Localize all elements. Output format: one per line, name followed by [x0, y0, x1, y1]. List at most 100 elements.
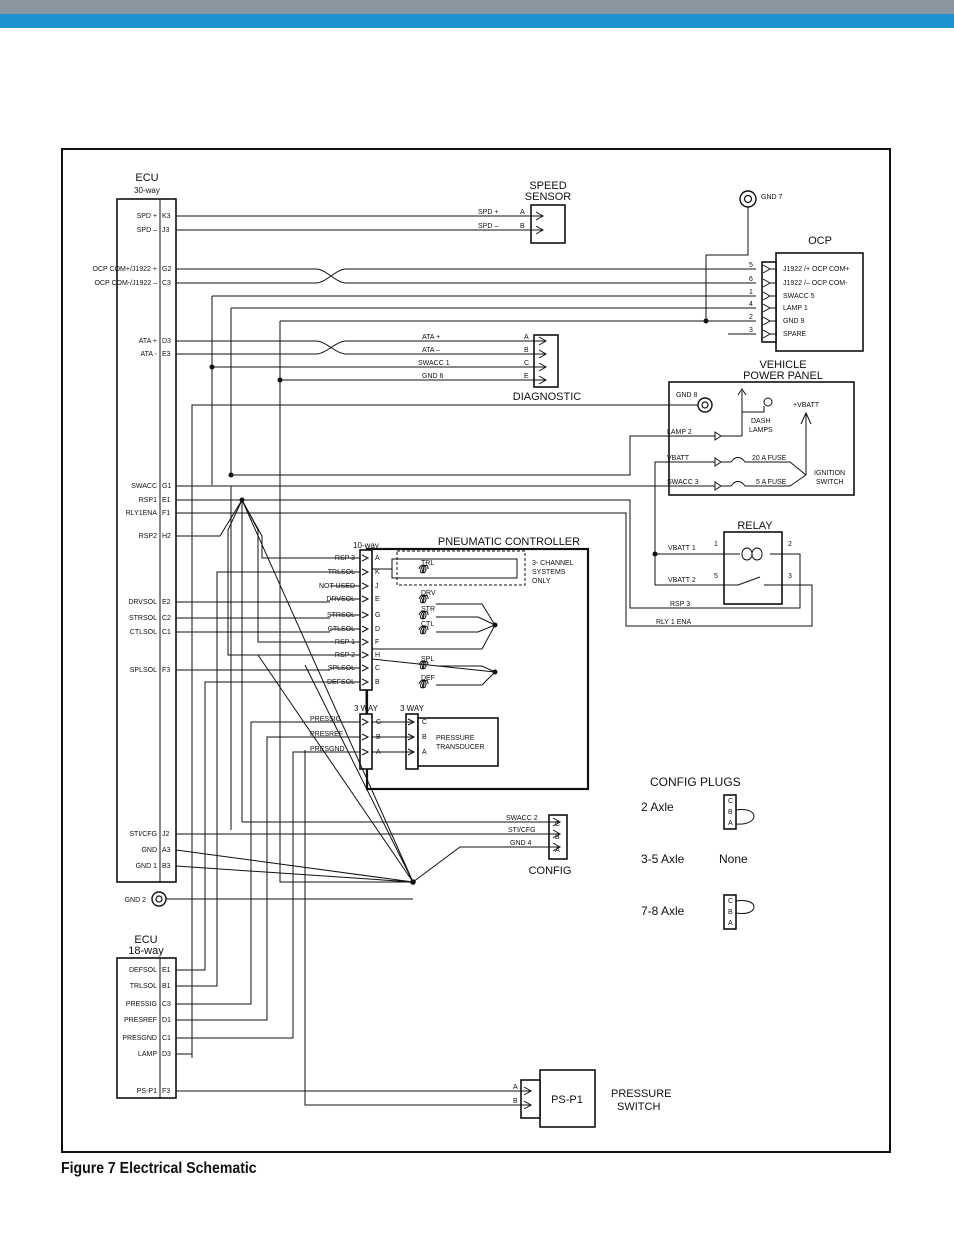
pneu-row-pin: E [375, 596, 380, 603]
ecu30-pin-id: E2 [162, 599, 171, 606]
diag-pin-e: E [524, 373, 529, 380]
gnd2-terminal: GND 2 [125, 891, 413, 907]
pneu-row-arrow [361, 651, 370, 659]
pneu-row-arrow [361, 625, 370, 633]
press-row-arrow [361, 733, 416, 741]
diagnostic-title: DIAGNOSTIC [513, 391, 582, 403]
ecu30-pin-label: RSP1 [139, 497, 157, 504]
ecu30-title: ECU [135, 172, 158, 184]
config-wire-1: SWACC 2 [506, 815, 538, 822]
ocp-pin-label: GND 9 [783, 318, 805, 325]
three-channel-2: SYSTEMS [532, 569, 566, 576]
coil-label: STR [421, 606, 435, 613]
press-row-pin-b: C [422, 719, 427, 726]
vpp-dash-1: DASH [751, 418, 770, 425]
config-plugs: CONFIG PLUGS 2 Axle 3-5 Axle None 7-8 Ax… [641, 775, 755, 930]
ecu18-pin-label: PS-P1 [137, 1088, 157, 1095]
plug2-a: A [728, 920, 733, 927]
pneu-row-arrow [361, 638, 370, 646]
ecu30-pin-label: SWACC [131, 483, 157, 490]
speed-pin-a: A [520, 209, 525, 216]
ground-star [175, 321, 416, 885]
config-pin-c: C [555, 821, 560, 828]
config-title: CONFIG [529, 865, 572, 877]
coil-label: TRL [421, 560, 434, 567]
ocp-pin-label: J1922 /+ OCP COM+ [783, 266, 849, 273]
ecu18-pin-id: C1 [162, 1035, 171, 1042]
coil-label: DEF [421, 675, 435, 682]
ecu30-pin-label: ATA - [141, 351, 158, 358]
ecu18-pin-id: E1 [162, 967, 171, 974]
vpp-dash-2: LAMPS [749, 427, 773, 434]
ps-title-2: SWITCH [617, 1101, 660, 1113]
ecu18-pin-label: PRESSIG [126, 1001, 157, 1008]
speed-wire-b: SPD – [478, 223, 498, 230]
coil-icon [418, 594, 429, 604]
vpp-ignition-2: SWITCH [816, 479, 844, 486]
rsp-fanout [176, 497, 360, 822]
schematic-frame [61, 148, 891, 1153]
coil-icon [418, 564, 429, 574]
ocp-pin-label: LAMP 1 [783, 305, 808, 312]
coil-label: DRV [421, 590, 436, 597]
coil-label: SPL [421, 656, 434, 663]
config-wire-2: STI/CFG [508, 827, 536, 834]
ecu18-pin-label: DEFSOL [129, 967, 157, 974]
ecu30-pin-label: OCP COM-/J1922 – [94, 280, 157, 287]
ecu18-subtitle: 18-way [128, 945, 164, 957]
ecu30-subtitle: 30-way [134, 186, 160, 195]
pneu-row-pin: G [375, 612, 380, 619]
ecu18-pin-id: B1 [162, 983, 171, 990]
ocp-pin-num: 5 [749, 262, 753, 269]
pneu-row-pin: K [375, 569, 380, 576]
transducer-2: TRANSDUCER [436, 744, 485, 751]
ocp-pin-arrow [762, 316, 776, 326]
ocp-gnd7: GND 7 [761, 194, 783, 201]
ecu30-pin-id: B3 [162, 863, 171, 870]
ecu30-pin-label: STI/CFG [129, 831, 157, 838]
ecu30-pin-id: H2 [162, 533, 171, 540]
ecu30-pin-label: CTLSOL [130, 629, 157, 636]
vpp-title-1: VEHICLE [759, 359, 806, 371]
plug1-c: C [728, 798, 733, 805]
ocp-pin-num: 6 [749, 276, 753, 283]
ecu18-pin-id: C3 [162, 1001, 171, 1008]
ecu30-pin-id: E3 [162, 351, 171, 358]
ocp-pin-num: 2 [749, 314, 753, 321]
speed-wire-a: SPD + [478, 209, 498, 216]
pneu-row-arrow [361, 611, 370, 619]
config-plug-row-3: 7-8 Axle [641, 904, 685, 918]
pneu-row-pin: B [375, 679, 380, 686]
ecu18-pin-id: F3 [162, 1088, 170, 1095]
ocp-pin-arrow [762, 303, 776, 313]
speed-sensor: SPEED SENSOR SPD + SPD – A B [176, 180, 571, 244]
pneu-row-pin: F [375, 639, 379, 646]
ecu30-pin-label: GND [141, 847, 157, 854]
ocp-pin-num: 3 [749, 327, 753, 334]
coil-icon [418, 610, 429, 620]
config-pin-b: B [555, 834, 560, 841]
ecu18-wiring [176, 571, 360, 1055]
relay-title: RELAY [737, 520, 773, 532]
ecu30-pin-id: J3 [162, 227, 170, 234]
relay-pin-1: 1 [714, 541, 718, 548]
config-plug-row-1: 2 Axle [641, 800, 674, 814]
ocp-pin-num: 1 [749, 289, 753, 296]
diagnostic-connector: ATA + ATA – SWACC 1 GND 6 A B C E DIAGNO… [176, 334, 581, 403]
press-row-pin-b: A [422, 749, 427, 756]
coil-icon [418, 625, 429, 635]
diag-pin-c: C [524, 360, 529, 367]
vpp-fuse20: 20 A FUSE [752, 455, 787, 462]
three-channel-3: ONLY [532, 578, 551, 585]
press-row-pin-b: B [422, 734, 427, 741]
config-plug-2axle: C B A [723, 794, 755, 830]
vpp-title-2: POWER PANEL [743, 370, 823, 382]
press-row-arrow [361, 748, 416, 756]
vpp-gnd8: GND 8 [676, 392, 698, 399]
relay: RELAY VBATT 1 VBATT 2 1 2 5 3 RSP 3 RLY … [176, 499, 813, 627]
pneu-row-pin: D [375, 626, 380, 633]
plug1-b: B [728, 809, 733, 816]
three-channel-1: 3- CHANNEL [532, 560, 574, 567]
ocp-title: OCP [808, 235, 832, 247]
